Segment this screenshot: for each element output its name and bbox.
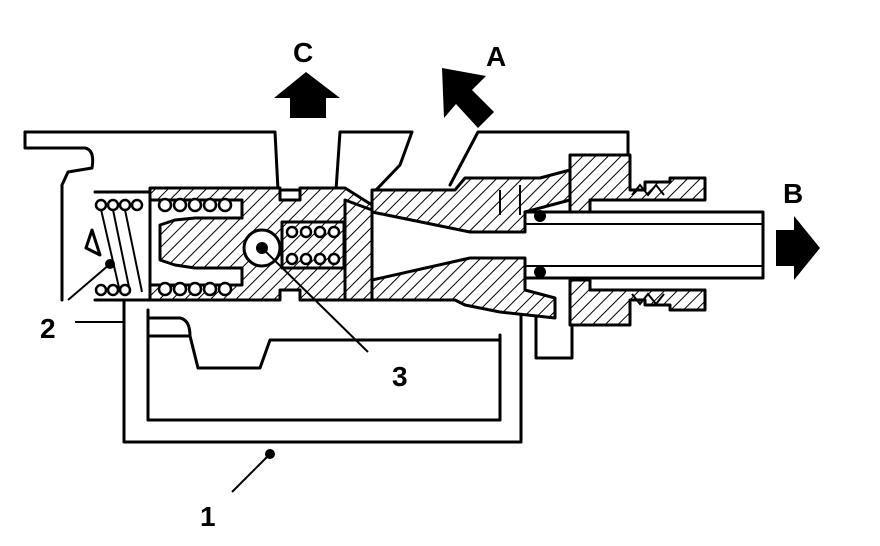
label-part-2: 2 — [40, 313, 56, 344]
label-port-c: C — [293, 37, 313, 68]
upper-housing — [23, 130, 630, 302]
arrow-a-diagonal-icon — [442, 68, 494, 128]
label-part-3: 3 — [392, 361, 408, 392]
inner-spring — [280, 220, 346, 270]
venturi-nozzle — [370, 168, 572, 320]
arrow-c-up-icon — [274, 72, 340, 118]
outer-frame — [122, 298, 574, 444]
arrow-b-right-icon — [776, 216, 820, 280]
label-port-b: B — [783, 178, 803, 209]
label-port-a: A — [486, 41, 506, 72]
plunger-wall — [343, 198, 374, 302]
outlet-tube — [523, 210, 765, 280]
outlet-fitting — [568, 153, 707, 327]
spring-housing — [84, 190, 152, 302]
leader-lines — [67, 247, 369, 493]
label-part-1: 1 — [200, 501, 216, 532]
